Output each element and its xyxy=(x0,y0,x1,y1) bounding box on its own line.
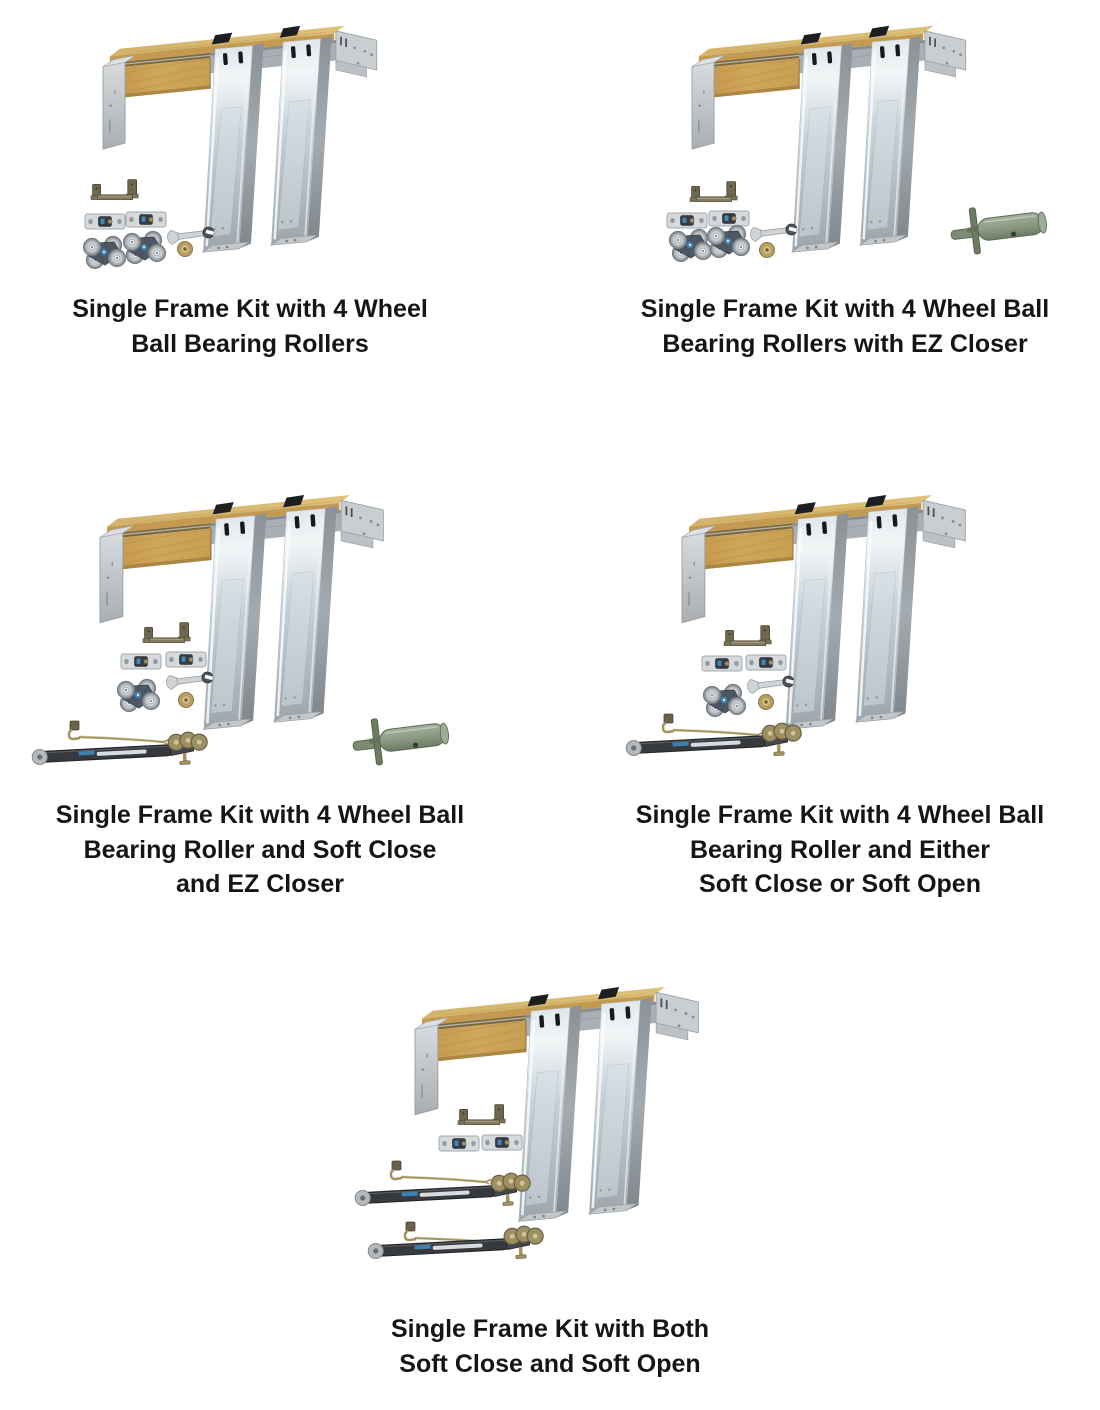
product-card-kit2[interactable]: Single Frame Kit with 4 Wheel Ball Beari… xyxy=(595,8,1095,361)
product-image-kit4 xyxy=(625,495,966,757)
end-plate-left xyxy=(99,532,124,624)
soft-close-damper-icon xyxy=(31,731,208,766)
product-card-kit5[interactable]: Single Frame Kit with Both Soft Close an… xyxy=(300,978,800,1381)
end-plate-left xyxy=(681,532,706,624)
wrench-icon xyxy=(747,675,795,694)
frame-illustration xyxy=(99,495,384,730)
caption-line: Ball Bearing Rollers xyxy=(131,329,369,358)
washer-icon xyxy=(177,241,193,257)
bumper-bracket-icon xyxy=(90,179,139,201)
caption-line: Soft Close or Soft Open xyxy=(699,870,981,898)
soft-close-damper-icon xyxy=(367,1225,544,1260)
caption-line: Bearing Roller and Either xyxy=(689,835,991,864)
frame-illustration xyxy=(102,25,378,253)
trip-lever-icon xyxy=(661,713,764,738)
roller-truck-icon xyxy=(706,224,751,259)
steel-stud xyxy=(202,43,264,253)
wrench-icon xyxy=(167,226,215,245)
product-card-kit4[interactable]: Single Frame Kit with 4 Wheel Ball Beari… xyxy=(580,488,1100,902)
bumper-bracket-icon xyxy=(689,181,738,203)
door-plate-icon xyxy=(165,651,207,668)
steel-stud xyxy=(784,512,849,730)
door-plate-icon xyxy=(125,211,167,228)
product-caption: Single Frame Kit with 4 Wheel Ball Beari… xyxy=(56,798,464,902)
end-plate-left xyxy=(414,1024,439,1116)
track-clip xyxy=(800,32,822,45)
steel-stud xyxy=(270,36,332,246)
steel-stud xyxy=(588,997,652,1215)
bumper-bracket-icon xyxy=(457,1104,506,1126)
frame-illustration xyxy=(414,987,699,1222)
product-caption: Single Frame Kit with Both Soft Close an… xyxy=(391,1312,709,1381)
frame-illustration xyxy=(691,25,967,253)
track-clip xyxy=(868,25,890,38)
roller-truck-icon xyxy=(116,678,161,713)
product-caption: Single Frame Kit with 4 Wheel Ball Beari… xyxy=(641,292,1049,361)
product-image-kit5 xyxy=(354,987,699,1260)
bumper-bracket-icon xyxy=(723,625,772,647)
wrench-icon xyxy=(750,223,798,242)
door-plate-icon xyxy=(481,1134,523,1151)
track-clip xyxy=(212,502,234,515)
door-plate-icon xyxy=(666,212,708,229)
steel-stud xyxy=(202,512,267,730)
roller-truck-icon xyxy=(82,235,127,270)
steel-stud xyxy=(859,36,921,246)
product-image-kit2 xyxy=(666,25,1047,263)
frame-illustration xyxy=(681,495,966,730)
steel-stud xyxy=(855,505,919,723)
track-clip xyxy=(211,32,233,45)
ez-closer-icon xyxy=(950,207,1047,255)
ez-closer-icon xyxy=(352,718,449,766)
door-plate-icon xyxy=(701,655,743,672)
door-plate-icon xyxy=(745,654,787,671)
caption-line: Soft Close and Soft Open xyxy=(399,1349,701,1378)
washer-icon xyxy=(178,692,194,708)
caption-line: Single Frame Kit with 4 Wheel Ball xyxy=(640,295,1050,323)
wrench-icon xyxy=(166,671,214,690)
roller-truck-icon xyxy=(122,230,167,265)
track-clip xyxy=(279,25,301,38)
door-plate-icon xyxy=(438,1135,480,1152)
washer-icon xyxy=(759,242,775,258)
caption-line: Bearing Rollers with EZ Closer xyxy=(662,329,1028,358)
product-caption: Single Frame Kit with 4 Wheel Ball Beari… xyxy=(72,292,428,361)
track-clip xyxy=(283,495,305,508)
track-clip xyxy=(527,994,549,1007)
track-clip xyxy=(598,987,620,1000)
end-plate-left xyxy=(102,61,126,150)
product-card-kit1[interactable]: Single Frame Kit with 4 Wheel Ball Beari… xyxy=(0,8,500,361)
door-plate-icon xyxy=(120,653,162,670)
caption-line: Single Frame Kit with 4 Wheel xyxy=(72,295,428,323)
end-plate-left xyxy=(691,61,715,150)
bumper-bracket-icon xyxy=(142,622,191,644)
trip-lever-icon xyxy=(389,1160,492,1185)
door-plate-icon xyxy=(84,213,126,230)
track-clip xyxy=(865,495,887,508)
caption-line: and EZ Closer xyxy=(175,870,345,898)
product-caption: Single Frame Kit with 4 Wheel Ball Beari… xyxy=(636,798,1044,902)
product-image-kit1 xyxy=(82,25,378,270)
washer-icon xyxy=(758,694,774,710)
roller-truck-icon xyxy=(702,683,747,718)
steel-stud xyxy=(791,43,853,253)
steel-stud xyxy=(273,505,337,723)
product-image-kit3 xyxy=(31,495,449,766)
caption-line: Bearing Roller and Soft Close xyxy=(83,835,437,864)
caption-line: Single Frame Kit with 4 Wheel Ball xyxy=(635,801,1045,829)
caption-line: Single Frame Kit with 4 Wheel Ball xyxy=(55,801,465,829)
trip-lever-icon xyxy=(67,720,170,745)
track-clip xyxy=(794,502,816,515)
roller-truck-icon xyxy=(668,228,713,263)
door-plate-icon xyxy=(708,210,750,227)
soft-close-damper-icon xyxy=(625,722,802,757)
product-card-kit3[interactable]: Single Frame Kit with 4 Wheel Ball Beari… xyxy=(10,488,510,902)
soft-close-damper-icon xyxy=(354,1172,531,1207)
caption-line: Single Frame Kit with Both xyxy=(390,1315,710,1343)
